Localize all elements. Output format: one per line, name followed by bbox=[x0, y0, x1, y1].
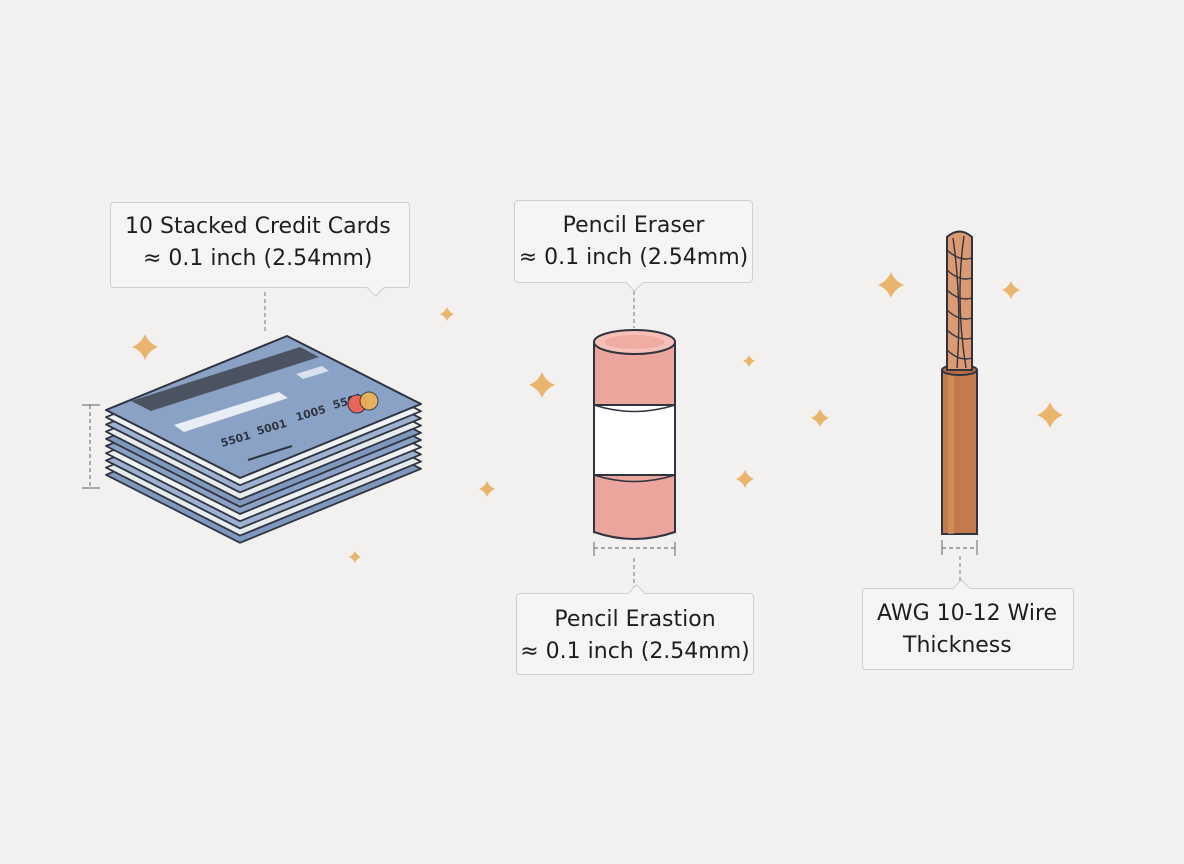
stacked-credit-cards-icon: 5501 5001 1005 5501 bbox=[82, 292, 422, 544]
sparkle-icon bbox=[1002, 281, 1020, 299]
pencil-erastion-label: Pencil Erastion bbox=[554, 607, 716, 632]
awg-wire-thickness-label: Thickness bbox=[903, 633, 1012, 658]
credit-cards-measurement: ≈ 0.1 inch (2.54mm) bbox=[143, 246, 373, 271]
mastercard-yellow-circle bbox=[359, 391, 379, 411]
sparkle-icon bbox=[440, 307, 454, 321]
copper-wire-icon bbox=[941, 230, 978, 583]
wire-insulation bbox=[941, 369, 978, 535]
awg-wire-label: AWG 10-12 Wire bbox=[877, 601, 1058, 626]
cardholder-line bbox=[247, 445, 293, 461]
eraser-width-bracket bbox=[593, 542, 676, 556]
pencil-erastion-measurement: ≈ 0.1 inch (2.54mm) bbox=[520, 639, 750, 664]
sparkle-icon bbox=[811, 409, 829, 427]
awg-wire-callout: AWG 10-12 Wire Thickness bbox=[862, 579, 1074, 670]
thickness-bracket bbox=[82, 404, 100, 489]
sparkle-icon bbox=[736, 470, 754, 488]
wire-width-bracket bbox=[941, 540, 978, 555]
pencil-eraser-callout: Pencil Eraser ≈ 0.1 inch (2.54mm) bbox=[514, 200, 753, 292]
sparkle-icon bbox=[479, 481, 495, 497]
eraser-white-band bbox=[593, 404, 676, 476]
sparkle-icon bbox=[743, 355, 755, 367]
sparkle-icon bbox=[1037, 402, 1063, 428]
magnetic-stripe bbox=[131, 347, 319, 411]
chip-icon bbox=[296, 366, 329, 379]
sparkle-decorations bbox=[132, 272, 1063, 563]
pencil-erastion-callout: Pencil Erastion ≈ 0.1 inch (2.54mm) bbox=[516, 584, 754, 675]
credit-cards-callout: 10 Stacked Credit Cards ≈ 0.1 inch (2.54… bbox=[110, 202, 410, 297]
sparkle-icon bbox=[529, 372, 555, 398]
sparkle-icon bbox=[132, 334, 158, 360]
top-credit-card: 5501 5001 1005 5501 bbox=[105, 335, 422, 479]
credit-cards-label: 10 Stacked Credit Cards bbox=[125, 214, 391, 239]
pencil-eraser-icon bbox=[593, 284, 676, 588]
pencil-eraser-label: Pencil Eraser bbox=[562, 213, 705, 238]
signature-panel bbox=[174, 392, 288, 432]
sparkle-icon bbox=[878, 272, 904, 298]
pencil-eraser-measurement: ≈ 0.1 inch (2.54mm) bbox=[518, 245, 749, 270]
sparkle-icon bbox=[349, 551, 361, 563]
